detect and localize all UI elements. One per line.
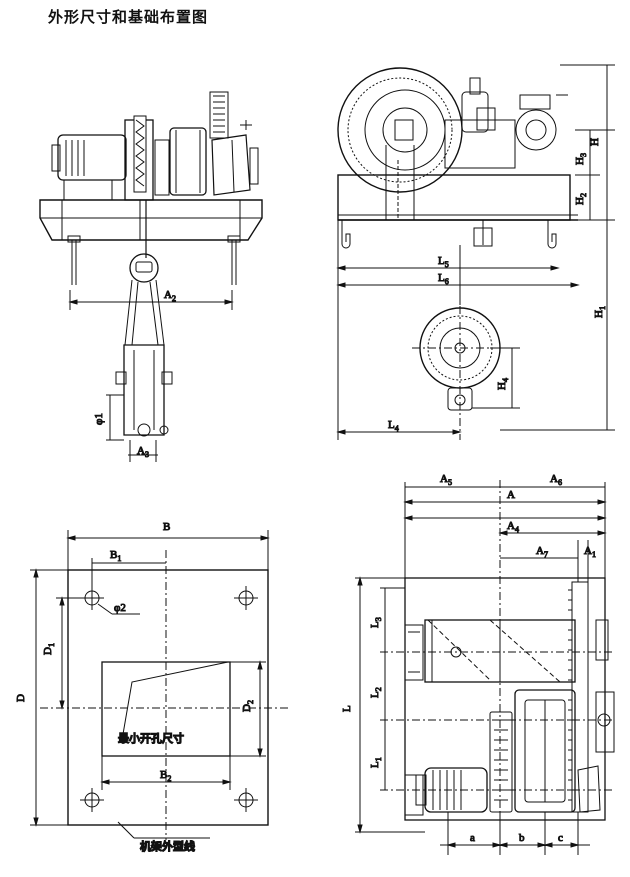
label-a4: A4 — [507, 520, 519, 534]
label-d2: D2 — [241, 700, 255, 712]
label-dim-b: b — [519, 832, 525, 844]
label-a: A — [507, 489, 515, 501]
label-frame-outline: 机架外型线 — [140, 839, 195, 853]
label-b1: B1 — [110, 549, 121, 563]
label-dim-c: c — [558, 832, 563, 844]
label-h1: H1 — [593, 306, 607, 318]
label-a3: A3 — [137, 445, 149, 459]
label-a2: A2 — [164, 289, 176, 303]
label-a5: A5 — [440, 473, 452, 487]
label-l2: L2 — [369, 687, 383, 698]
label-l6: L6 — [438, 272, 449, 286]
page-title: 外形尺寸和基础布置图 — [48, 8, 209, 26]
label-l1: L1 — [369, 757, 383, 768]
label-l5: L5 — [438, 255, 449, 269]
label-l3: L3 — [369, 617, 383, 628]
label-d1: D1 — [42, 643, 56, 655]
label-h3: H3 — [574, 153, 588, 165]
side-view — [336, 64, 615, 440]
label-h4: H4 — [496, 378, 510, 390]
label-dim-a: a — [470, 832, 475, 844]
foundation-view — [30, 530, 290, 840]
label-h2: H2 — [574, 193, 588, 205]
label-min-opening: 最小开孔尺寸 — [118, 731, 184, 745]
label-phi2: φ2 — [114, 602, 126, 614]
front-view — [39, 91, 263, 462]
plan-view — [355, 480, 615, 855]
label-h: H — [589, 138, 601, 146]
label-a1: A1 — [584, 545, 596, 559]
label-a6: A6 — [550, 473, 562, 487]
label-a7: A7 — [536, 545, 548, 559]
label-b2: B2 — [160, 769, 171, 783]
label-l: L — [341, 705, 353, 712]
label-l4: L4 — [388, 419, 399, 433]
label-phi1: φ1 — [93, 413, 105, 425]
label-d: D — [15, 694, 27, 702]
label-b: B — [163, 521, 170, 533]
